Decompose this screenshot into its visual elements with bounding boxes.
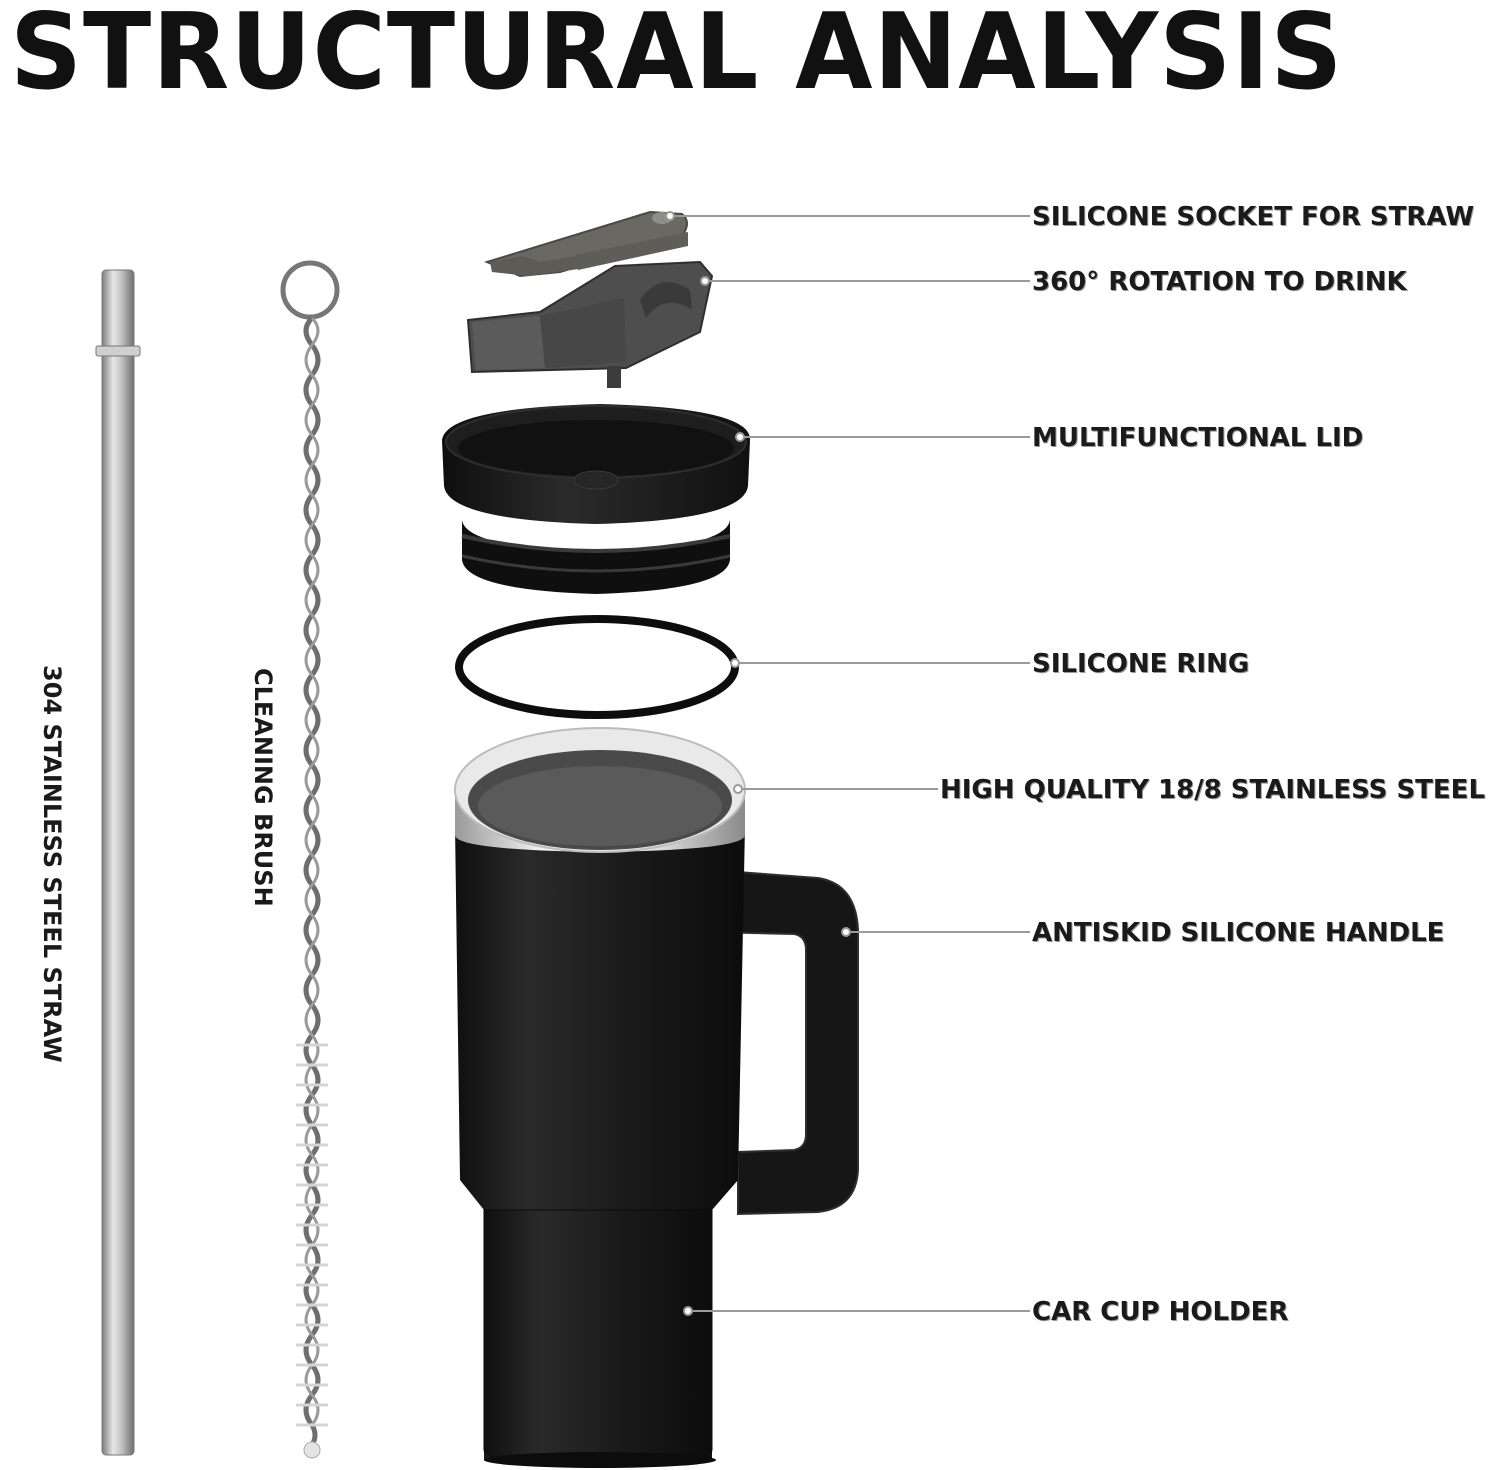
lid-illustration [442, 404, 751, 594]
silicone-ring-illustration [455, 615, 739, 719]
leader-lines [665, 211, 1030, 1316]
label-silicone-socket: SILICONE SOCKET FOR STRAW [1032, 202, 1475, 232]
silicone-socket-illustration [484, 210, 688, 278]
label-silicone-ring: SILICONE RING [1032, 649, 1250, 679]
label-multifunctional-lid: MULTIFUNCTIONAL LID [1032, 423, 1364, 453]
label-car-cup-holder: CAR CUP HOLDER [1032, 1297, 1289, 1327]
label-rotation: 360° ROTATION TO DRINK [1032, 267, 1407, 297]
label-stainless-steel: HIGH QUALITY 18/8 STAINLESS STEEL [940, 775, 1486, 805]
brush-illustration [280, 260, 340, 1459]
label-steel-straw: 304 STAINLESS STEEL STRAW [38, 665, 66, 1063]
tumbler-illustration [454, 727, 859, 1468]
label-silicone-handle: ANTISKID SILICONE HANDLE [1032, 918, 1445, 948]
label-cleaning-brush: CLEANING BRUSH [249, 668, 277, 907]
straw-illustration [95, 269, 141, 1456]
page-title: STRUCTURAL ANALYSIS [10, 0, 1344, 114]
rotation-part-illustration [466, 260, 714, 388]
